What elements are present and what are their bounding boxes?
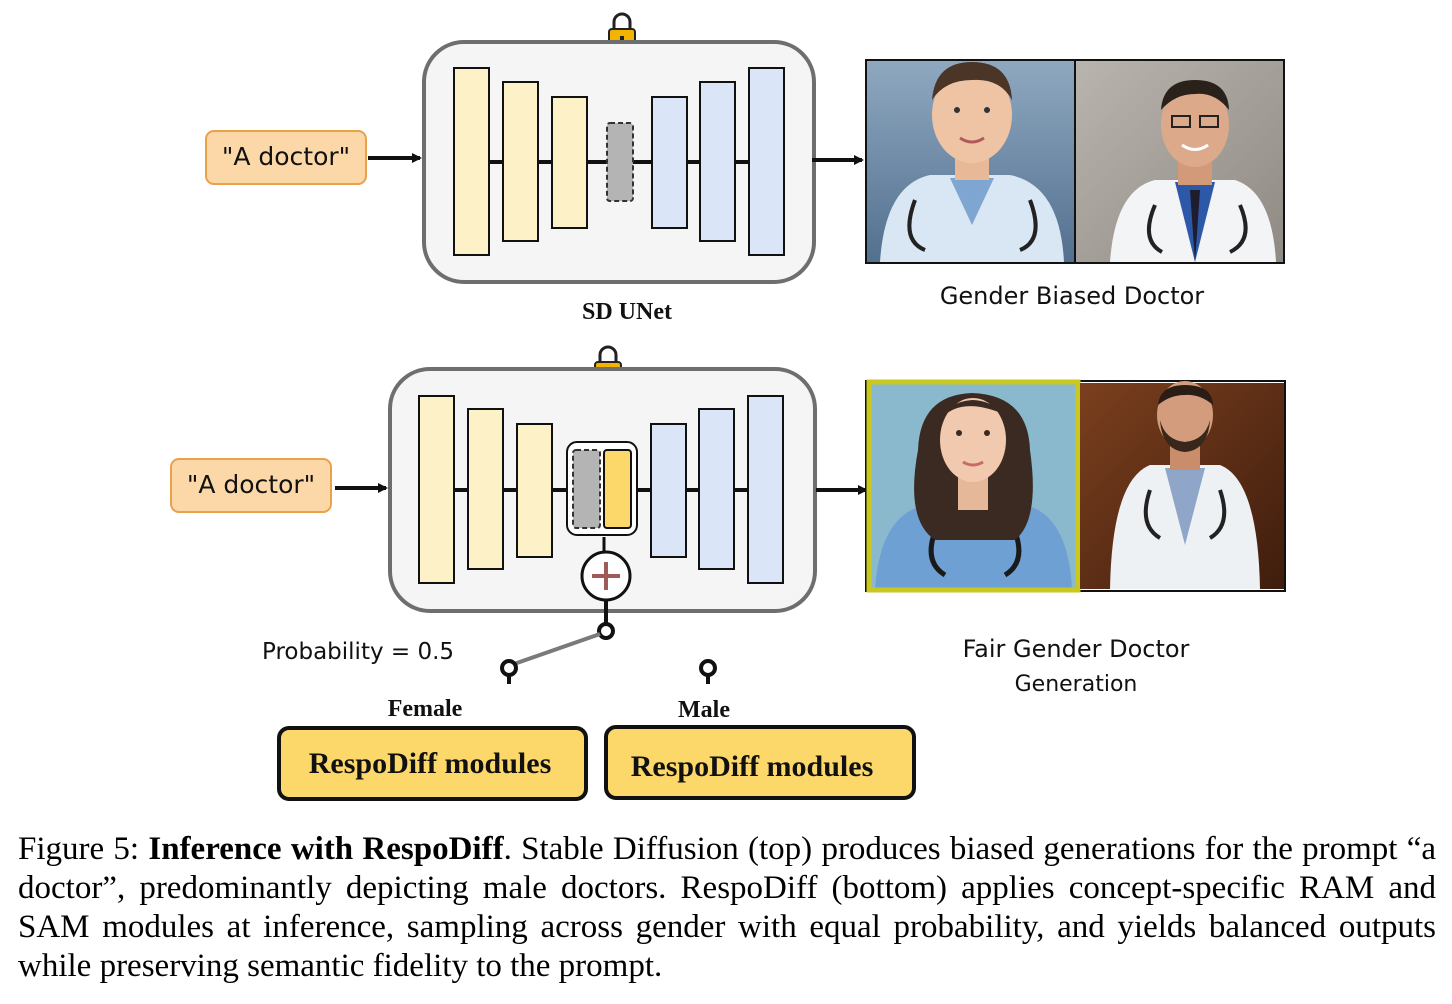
decoder-block <box>651 96 688 229</box>
encoder-block <box>551 96 588 229</box>
female-label: Female <box>388 696 463 722</box>
bottom-output-label-line2: Generation <box>1015 672 1138 697</box>
female-respodiff-module: RespoDiff modules <box>277 726 588 801</box>
person-photo <box>1080 381 1284 589</box>
respodiff-bottleneck <box>566 441 638 536</box>
probability-label: Probability = 0.5 <box>262 639 454 665</box>
top-output-images <box>865 59 1285 264</box>
top-prompt-box: "A doctor" <box>205 130 367 185</box>
person-photo <box>867 61 1074 262</box>
figure-caption: Figure 5: Inference with RespoDiff. Stab… <box>18 830 1436 986</box>
switch-lever <box>513 632 601 666</box>
person-photo <box>869 383 1078 589</box>
encoder-block <box>502 81 539 242</box>
decoder-block <box>748 67 785 256</box>
decoder-block <box>650 423 687 558</box>
bottleneck-block <box>606 122 634 202</box>
bottom-prompt-text: "A doctor" <box>187 470 315 499</box>
female-switch-terminal <box>500 659 518 684</box>
switch-pivot <box>597 622 615 640</box>
plus-circle-icon <box>580 550 632 602</box>
bottom-unet-frame <box>388 367 817 613</box>
bottom-output-images <box>865 379 1286 593</box>
caption-title: Inference with RespoDiff <box>148 831 504 867</box>
encoder-block <box>418 395 455 584</box>
bottom-prompt-box: "A doctor" <box>170 458 332 513</box>
highlight-frame <box>866 379 1081 593</box>
decoder-block <box>698 408 735 570</box>
male-respodiff-module: RespoDiff modules <box>604 725 916 800</box>
encoder-block <box>516 423 553 558</box>
caption-body: . Stable Diffusion (top) produces biased… <box>18 831 1437 984</box>
caption-figure-number: Figure 5: <box>18 831 149 867</box>
encoder-block <box>453 67 490 256</box>
top-output-label: Gender Biased Doctor <box>940 282 1204 310</box>
unet-label: SD UNet <box>582 299 672 325</box>
respodiff-diagram: "A doctor" SD UNet <box>170 12 1286 801</box>
top-unet-frame <box>422 40 816 284</box>
top-prompt-text: "A doctor" <box>222 142 350 171</box>
male-switch-terminal <box>699 659 717 684</box>
male-label: Male <box>678 697 730 723</box>
encoder-block <box>467 408 504 570</box>
decoder-block <box>699 81 736 242</box>
decoder-block <box>747 395 784 584</box>
female-module-label: RespoDiff modules <box>309 747 552 780</box>
bottom-output-label-line1: Fair Gender Doctor <box>963 635 1190 663</box>
male-module-label: RespoDiff modules <box>631 750 874 783</box>
person-photo <box>1076 61 1283 262</box>
